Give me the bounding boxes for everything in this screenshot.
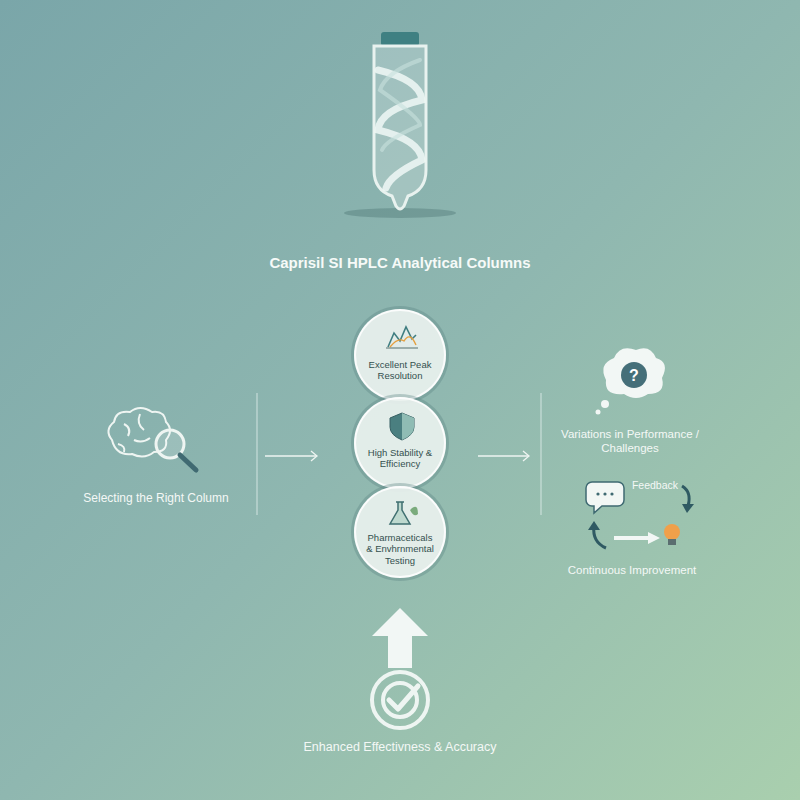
feature-text: High Stability & Efficiency xyxy=(366,447,434,470)
feature-text: Excellent Peak Resolution xyxy=(366,359,434,382)
feature-circle: High Stability & Efficiency xyxy=(354,397,446,489)
feature-text: Pharmaceticals & Envhrnmental Testing xyxy=(366,532,434,566)
diagram-title: Caprisil SI HPLC Analytical Columns xyxy=(0,254,800,271)
feature-circle: Pharmaceticals & Envhrnmental Testing xyxy=(354,486,446,578)
outcome-label: Enhanced Effectivness & Accuracy xyxy=(240,740,560,756)
feature-circle: Excellent Peak Resolution xyxy=(354,309,446,401)
step-label: Continuous Improvement xyxy=(542,563,722,577)
feature-icon xyxy=(356,399,444,487)
question-mark: ? xyxy=(624,366,644,386)
step-label: Selecting the Right Column xyxy=(56,491,256,506)
loop-label: Feedback xyxy=(626,479,684,492)
feature-icon xyxy=(356,311,444,399)
step-label: Variations in Performance / Challenges xyxy=(535,427,725,456)
